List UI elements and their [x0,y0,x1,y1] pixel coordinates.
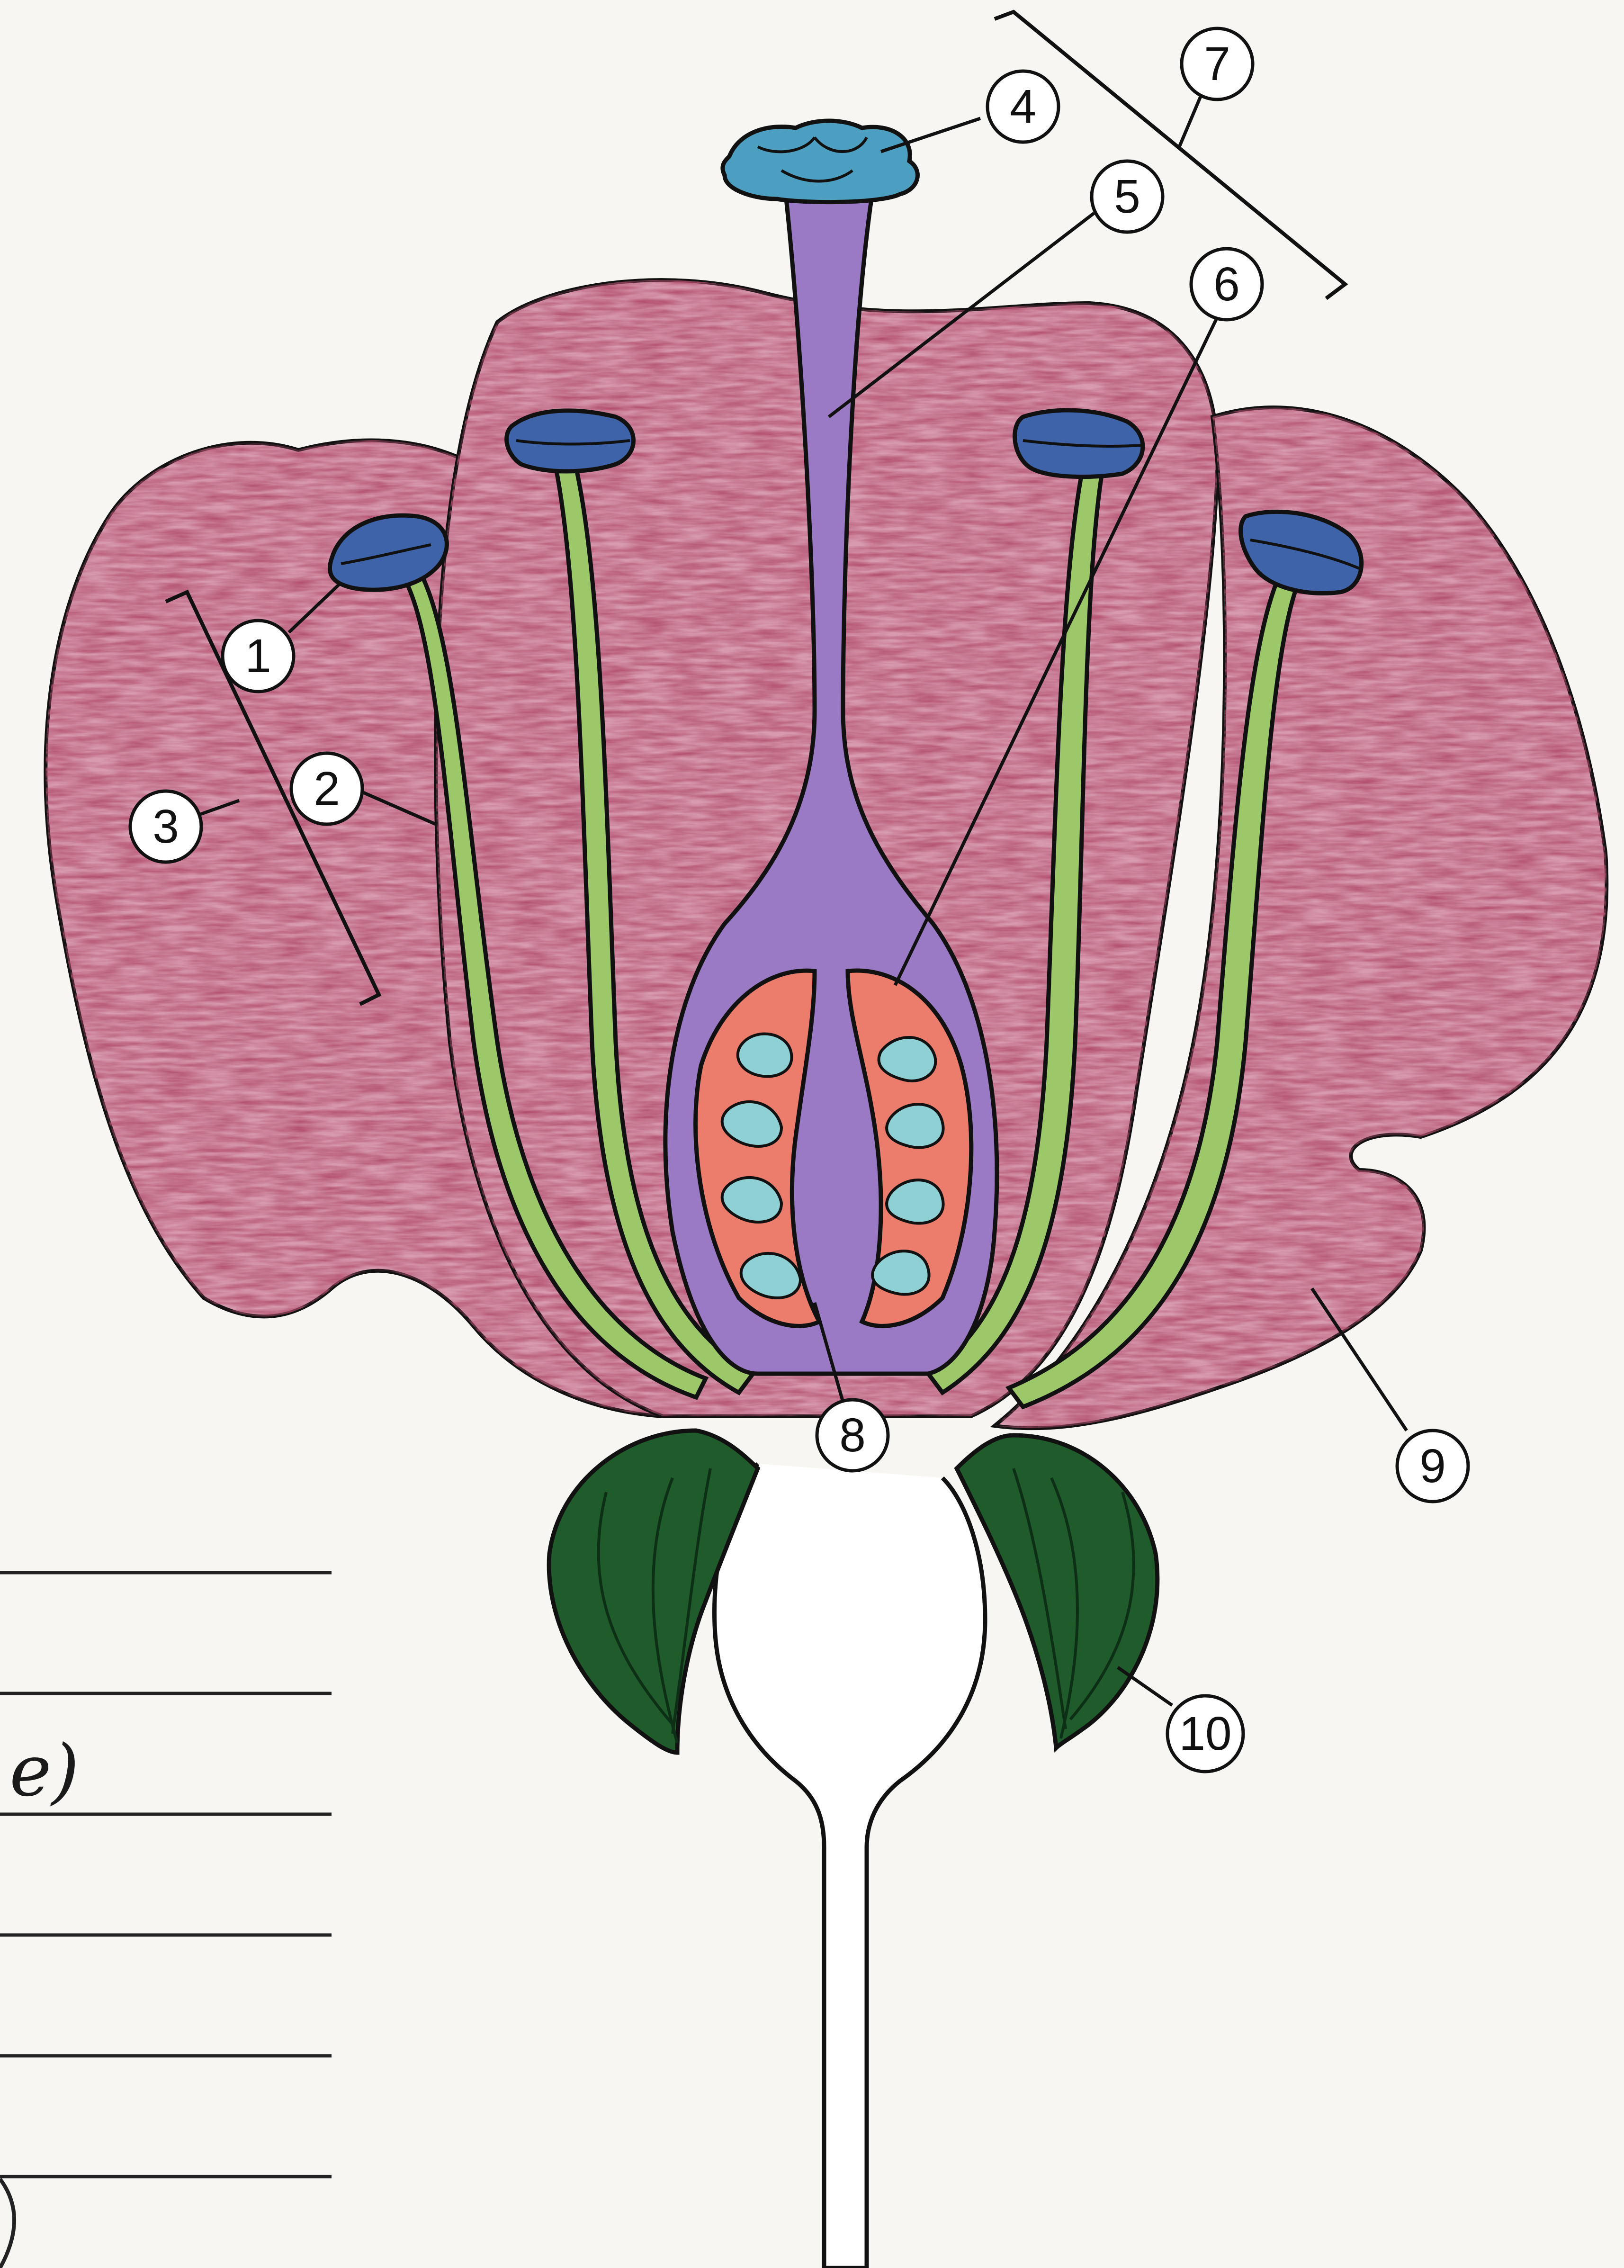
bracket-pistil [995,12,1345,298]
callout-8-label: 8 [839,1409,866,1462]
callout-8: 8 [817,1400,888,1471]
callout-7-label: 7 [1204,37,1230,90]
ovule [879,1037,936,1081]
margin-bracket [0,2179,14,2268]
margin-note: e) [9,1730,79,1812]
callout-10: 10 [1167,1696,1243,1772]
sepal-right [957,1435,1157,1748]
callout-1: 1 [223,621,294,692]
callout-1-label: 1 [245,630,271,683]
callout-6-label: 6 [1213,258,1240,311]
callout-5-label: 5 [1114,170,1140,223]
stigma [723,121,918,202]
callout-9: 9 [1397,1431,1468,1502]
callout-9-label: 9 [1419,1440,1446,1493]
callout-4-label: 4 [1010,80,1036,133]
ovule [738,1034,792,1077]
callout-2: 2 [291,753,362,824]
callout-5: 5 [1092,161,1163,232]
callout-7: 7 [1182,28,1253,99]
receptacle-and-pedicel [714,1464,985,2268]
callout-10-label: 10 [1179,1707,1231,1760]
callout-3: 3 [130,791,201,862]
anther-3 [1015,410,1143,477]
callout-6: 6 [1191,249,1262,320]
callout-3-label: 3 [153,800,179,853]
callout-4: 4 [987,71,1059,142]
answer-lines [0,1573,332,2177]
callout-2-label: 2 [314,762,340,815]
